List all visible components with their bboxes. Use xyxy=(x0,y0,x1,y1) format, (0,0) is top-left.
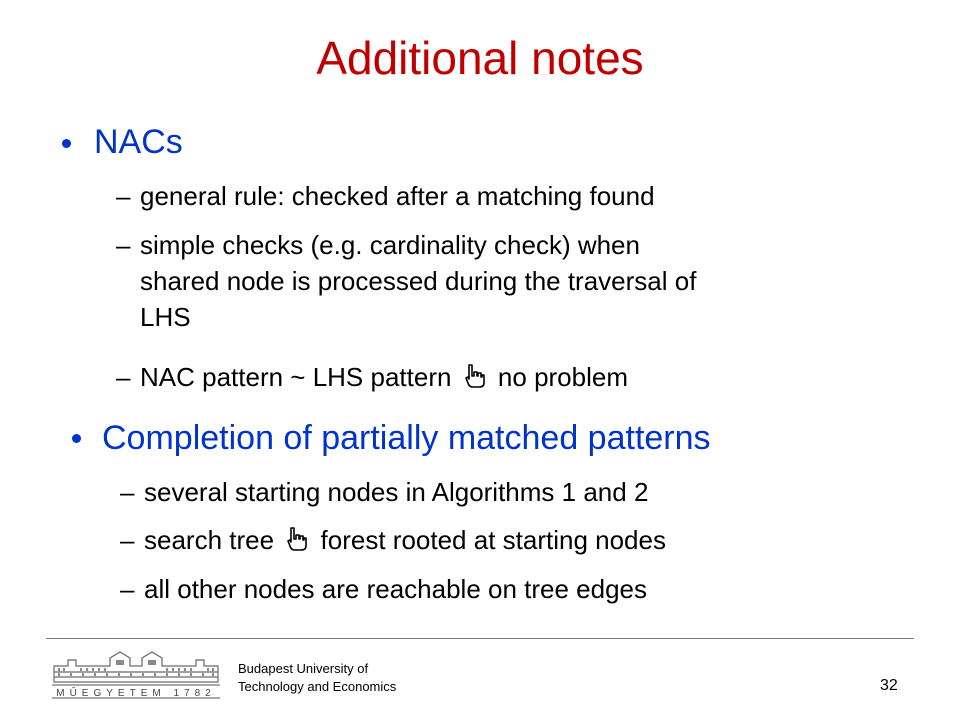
university-logo: MŰEGYETEM 1782 xyxy=(52,651,220,699)
pointing-hand-icon xyxy=(287,527,308,551)
list-item: general rule: checked after a matching f… xyxy=(140,181,655,211)
dash: – xyxy=(120,477,135,507)
dash: – xyxy=(120,525,135,555)
bullet-dot xyxy=(72,434,81,443)
svg-text:MŰEGYETEM 1782: MŰEGYETEM 1782 xyxy=(56,685,215,699)
institution-name: Budapest University of Technology and Ec… xyxy=(238,661,397,694)
list-item: NAC pattern ~ LHS pattern no problem xyxy=(140,362,628,392)
list-item: search tree forest rooted at starting no… xyxy=(144,525,666,555)
list-item: several starting nodes in Algorithms 1 a… xyxy=(144,477,649,507)
pointing-hand-icon xyxy=(464,364,485,388)
list-item: simple checks (e.g. cardinality check) w… xyxy=(140,230,640,260)
list-item: all other nodes are reachable on tree ed… xyxy=(144,574,648,604)
footer-divider xyxy=(46,638,914,639)
list-item-continuation: shared node is processed during the trav… xyxy=(140,266,697,296)
dash: – xyxy=(116,181,131,211)
dash: – xyxy=(116,362,131,392)
dash: – xyxy=(116,230,131,260)
section-heading-nacs: NACs xyxy=(94,123,183,161)
bullet-dot xyxy=(62,139,71,148)
list-item-continuation: LHS xyxy=(140,302,191,332)
page-number: 32 xyxy=(880,677,898,694)
slide-title: Additional notes xyxy=(316,32,644,84)
dash: – xyxy=(120,574,135,604)
section-heading-completion: Completion of partially matched patterns xyxy=(102,419,711,457)
